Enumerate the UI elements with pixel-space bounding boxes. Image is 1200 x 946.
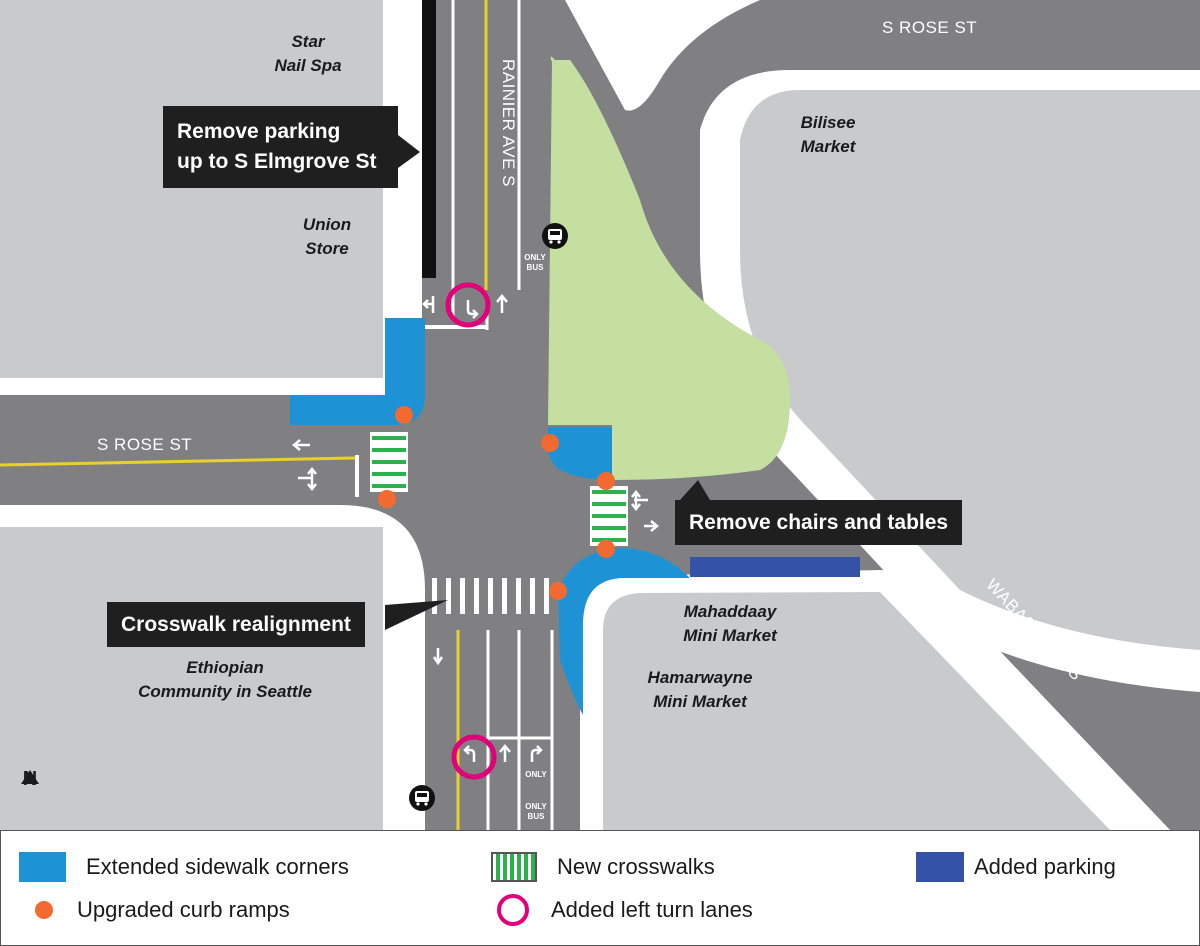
street-rainier: RAINIER AVE S: [499, 58, 519, 188]
legend: Extended sidewalk corners New crosswalks…: [0, 830, 1200, 946]
callout-crosswalk-realignment: Crosswalk realignment: [107, 602, 365, 647]
block-bilisee-inner: [740, 90, 1200, 650]
lane-text-only-bus: ONLY BUS: [524, 253, 546, 272]
curb-ramps: [378, 406, 615, 600]
intersection-map: [0, 0, 1200, 830]
ext-sidewalk-se: [558, 548, 690, 715]
new-crosswalk-east: [590, 486, 628, 546]
legend-item-crosswalk: New crosswalks: [491, 852, 715, 882]
label-union-store: Union Store: [302, 215, 352, 258]
ext-sidewalk-ne: [548, 427, 612, 480]
label-ethiopian: Ethiopian Community in Seattle: [138, 658, 312, 701]
new-crosswalk-west: [370, 432, 408, 492]
legend-item-turn: Added left turn lanes: [497, 894, 753, 926]
left-turn-circle-south: [451, 734, 497, 780]
parking-strip: [422, 0, 436, 278]
left-turn-icon: [497, 894, 529, 926]
callout-pointer: [398, 135, 420, 168]
sidewalk-swatch-icon: [19, 852, 66, 882]
label-bilisee: Bilisee Market: [800, 113, 856, 156]
street-rose-top: S ROSE ST: [882, 18, 978, 37]
ext-sidewalk-nw: [290, 318, 425, 425]
label-hamarwayne: Hamarwayne Mini Market: [647, 668, 753, 711]
block-top-triangle: [565, 0, 760, 111]
plaza: [548, 56, 790, 480]
legend-item-sidewalk: Extended sidewalk corners: [19, 852, 349, 882]
legend-item-ramp: Upgraded curb ramps: [35, 897, 290, 923]
left-turn-circle-north: [445, 282, 491, 328]
legend-item-parking: Added parking: [916, 852, 1116, 882]
callout-remove-parking: Remove parking up to S Elmgrove St: [163, 106, 398, 188]
north-arrow-icon: [21, 770, 39, 784]
lane-arrows: [292, 294, 659, 762]
realigned-crosswalk: [432, 578, 549, 614]
street-rose-left: S ROSE ST: [97, 435, 193, 454]
added-parking: [690, 557, 860, 577]
callout-pointer: [385, 600, 448, 630]
callout-pointer: [680, 480, 710, 500]
label-mahaddaay: Mahaddaay Mini Market: [683, 602, 777, 645]
lane-text-only-bus: ONLY BUS: [525, 802, 547, 821]
curb-ramp-icon: [35, 901, 53, 919]
block-hamarwayne-inner: [603, 592, 1110, 830]
lane-text-only: ONLY: [525, 770, 547, 779]
callout-remove-chairs: Remove chairs and tables: [675, 500, 963, 545]
label-star-nail: Star Nail Spa: [274, 32, 342, 75]
north-label: N: [22, 768, 38, 790]
bus-icon: [409, 785, 435, 811]
bus-icon: [542, 223, 568, 249]
parking-swatch-icon: [916, 852, 964, 882]
block-star-nail-inner: [0, 0, 383, 378]
crosswalk-swatch-icon: [491, 852, 537, 882]
